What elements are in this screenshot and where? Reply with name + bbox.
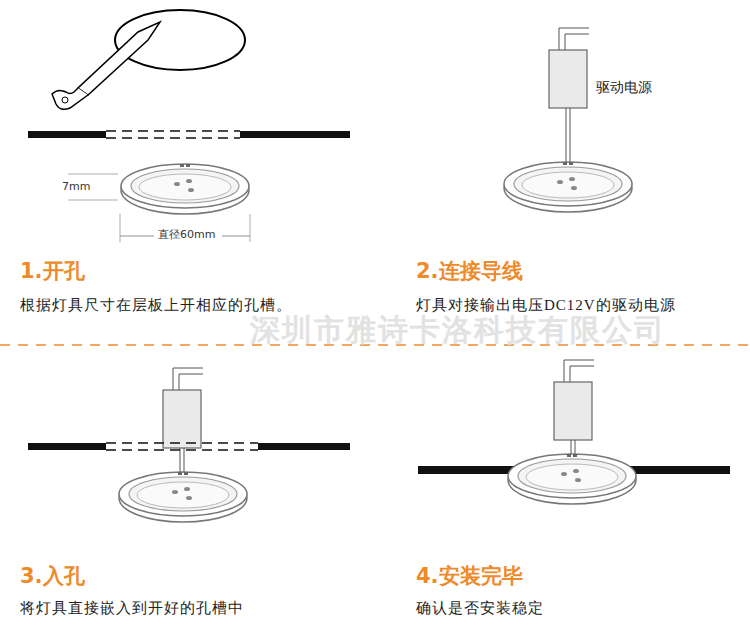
watermark: 深圳市雅诗卡洛科技有限公司 [250, 313, 666, 348]
step-description: 确认是否安装稳定 [416, 600, 544, 617]
step-description: 将灯具直接嵌入到开好的孔槽中 [20, 600, 244, 617]
dimension-label: 直径60mm [158, 229, 215, 242]
step-heading: 1.开孔 [20, 259, 85, 283]
step-heading: 3.入孔 [20, 564, 85, 588]
step-heading: 2.连接导线 [416, 259, 523, 283]
step-description: 灯具对接输出电压DC12V的驱动电源 [416, 297, 676, 314]
step-heading: 4.安装完毕 [416, 564, 523, 588]
step-description: 根据灯具尺寸在层板上开相应的孔槽。 [20, 297, 292, 314]
dimension-label: 7mm [62, 181, 90, 194]
part-label: 驱动电源 [596, 79, 652, 95]
